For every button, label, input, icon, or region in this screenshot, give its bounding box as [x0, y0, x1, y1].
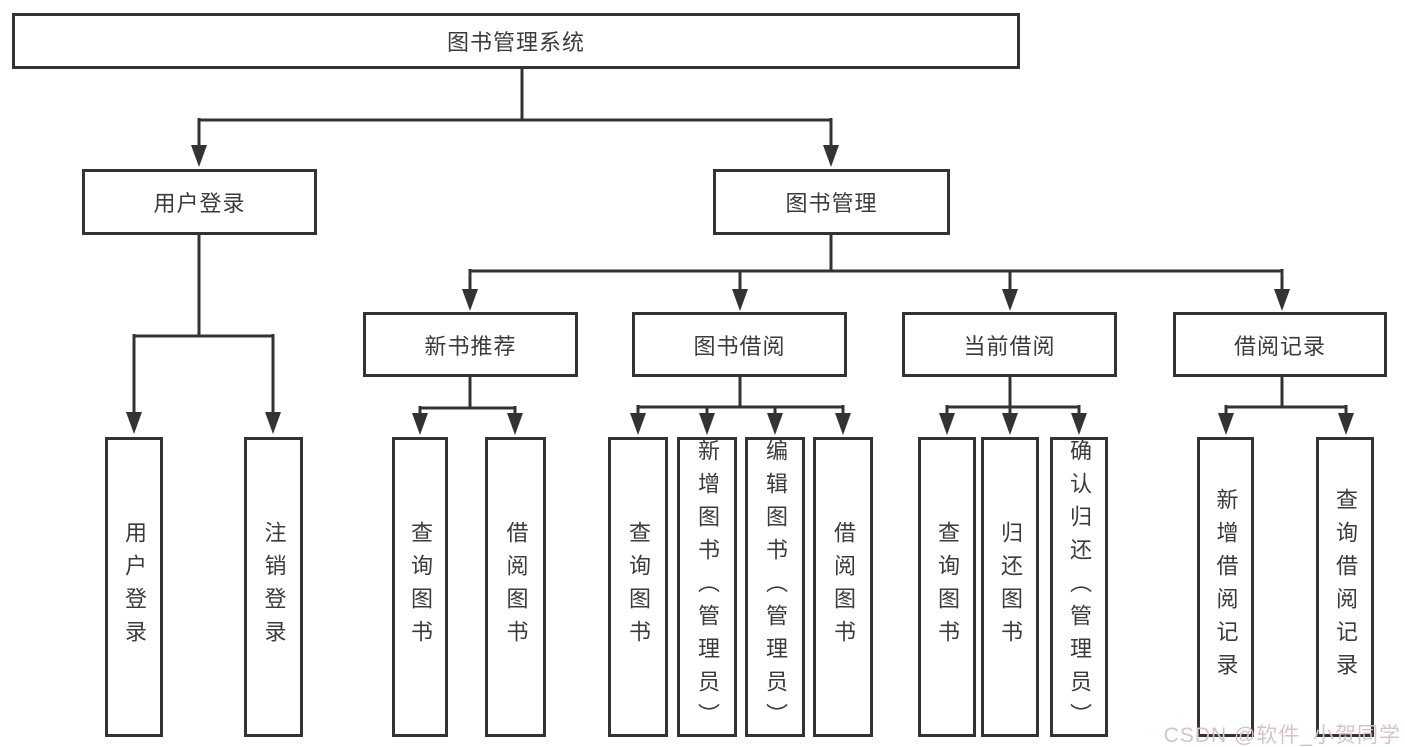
- node-leaf-query-borrow-record: 查询借阅记录: [1316, 437, 1374, 737]
- node-book-borrow-label: 图书借阅: [693, 333, 786, 359]
- arrowheads-level3: [462, 289, 1290, 311]
- node-leaf-query-books-borrow: 查询图书: [608, 437, 668, 737]
- node-root-label: 图书管理系统: [446, 30, 585, 55]
- node-borrow-records: 借阅记录: [1173, 312, 1387, 377]
- connector-records-to-children: [1224, 376, 1348, 417]
- node-leaf-edit-book-admin: 编辑图书（管理员）: [745, 437, 805, 737]
- csdn-watermark: CSDN @软件_小贺同学: [1163, 724, 1401, 747]
- node-book-management: 图书管理: [713, 169, 950, 235]
- node-leaf-borrow-books-recommend: 借阅图书: [485, 437, 546, 737]
- connector-recommend-to-children: [418, 376, 517, 417]
- arrowheads-records-children: [1218, 413, 1354, 435]
- node-leaf-logout: 注销登录: [244, 437, 303, 737]
- node-leaf-query-books-current: 查询图书: [918, 437, 976, 737]
- node-current-borrow-label: 当前借阅: [963, 333, 1056, 359]
- node-leaf-borrow-books: 借阅图书: [813, 437, 873, 737]
- node-leaf-add-book-admin: 新增图书（管理员）: [677, 437, 737, 737]
- connector-bookmgmt-to-level3: [468, 233, 1284, 293]
- node-leaf-return-book: 归还图书: [981, 437, 1039, 737]
- arrowheads-borrow-children: [630, 413, 851, 435]
- node-user-login-label: 用户登录: [153, 191, 246, 216]
- node-borrow-records-label: 借阅记录: [1233, 333, 1326, 359]
- node-new-book-recommend: 新书推荐: [363, 312, 578, 377]
- arrowheads-recommend-children: [412, 413, 523, 435]
- node-leaf-confirm-return-admin: 确认归还（管理员）: [1050, 437, 1108, 737]
- node-book-management-label: 图书管理: [785, 191, 878, 216]
- node-new-book-recommend-label: 新书推荐: [424, 333, 517, 359]
- connector-root-to-level2: [197, 67, 833, 148]
- node-user-login: 用户登录: [82, 169, 317, 235]
- arrowheads-current-children: [939, 413, 1087, 435]
- node-root: 图书管理系统: [12, 13, 1020, 69]
- arrowheads-userlogin-children: [126, 412, 281, 434]
- node-leaf-query-books-recommend: 查询图书: [392, 437, 448, 737]
- connector-userlogin-to-children: [132, 233, 275, 415]
- connector-borrow-to-children: [636, 376, 845, 417]
- node-current-borrow: 当前借阅: [902, 312, 1117, 377]
- connector-current-to-children: [945, 376, 1081, 417]
- node-book-borrow: 图书借阅: [632, 312, 847, 377]
- node-leaf-user-login: 用户登录: [105, 437, 163, 737]
- node-leaf-add-borrow-record: 新增借阅记录: [1197, 437, 1254, 737]
- arrowheads-level2: [191, 145, 839, 167]
